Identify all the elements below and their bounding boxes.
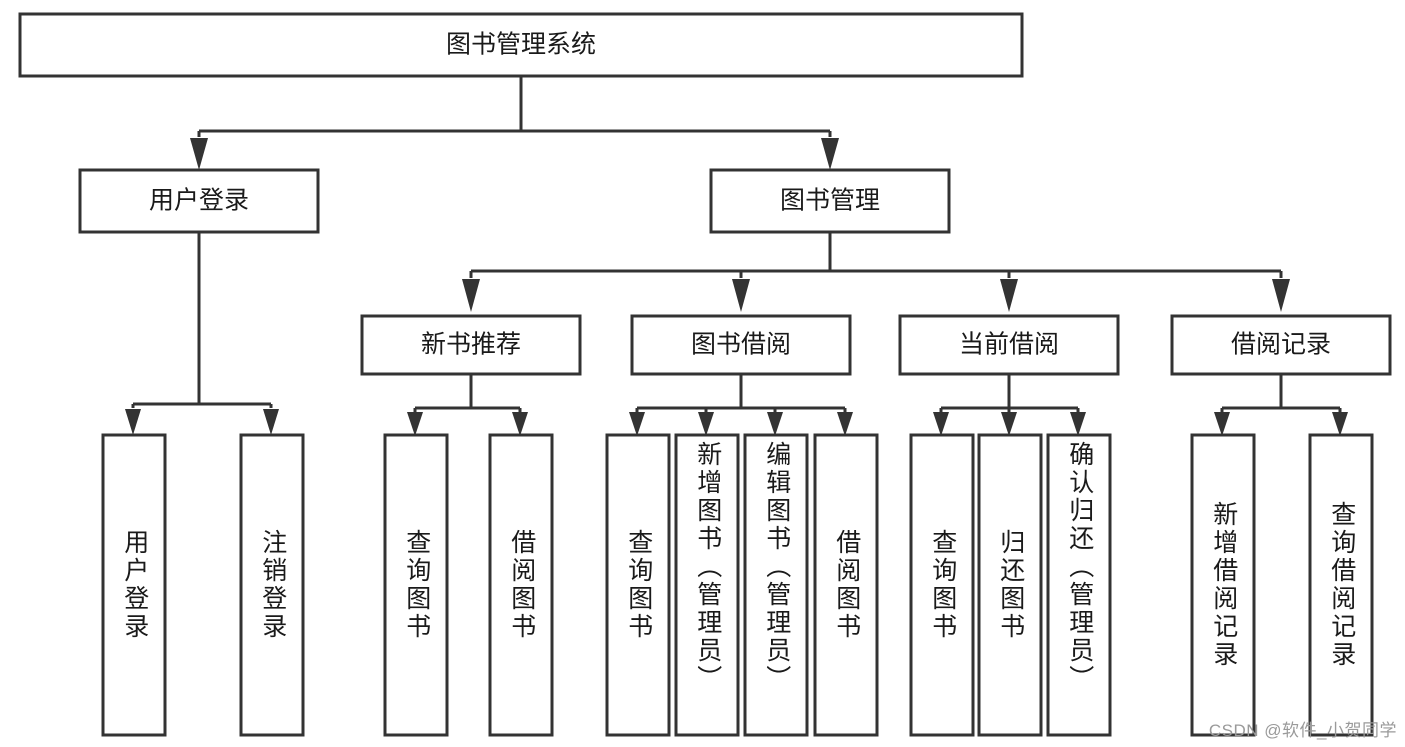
arrow-head-icon bbox=[1000, 279, 1018, 312]
connector-root-to-level2 bbox=[190, 76, 839, 170]
node-book-borrow-label: 图书借阅 bbox=[691, 331, 791, 359]
node-book-borrow-box[interactable] bbox=[630, 314, 852, 376]
connector-userlogin-to-leaves bbox=[125, 232, 279, 435]
node-book-manage-box[interactable] bbox=[709, 168, 951, 234]
node-new-book-rec[interactable]: 新书推荐 bbox=[360, 314, 582, 376]
node-current-borrow-label: 当前借阅 bbox=[959, 331, 1059, 359]
node-leaf-query-book-1-box[interactable] bbox=[383, 433, 449, 737]
connector-bookborrow-to-leaves bbox=[629, 374, 853, 436]
node-borrow-record-box[interactable] bbox=[1170, 314, 1392, 376]
arrow-head-icon bbox=[629, 412, 645, 436]
node-book-manage[interactable]: 图书管理 bbox=[709, 168, 951, 234]
node-leaf-borrow-book-2-box[interactable] bbox=[813, 433, 879, 737]
arrow-head-icon bbox=[1332, 412, 1348, 436]
connector-newbook-to-leaves bbox=[407, 374, 528, 436]
node-leaf-add-book-box[interactable] bbox=[674, 433, 740, 737]
leaf-boxes bbox=[101, 433, 1374, 737]
arrow-head-icon bbox=[407, 412, 423, 436]
node-current-borrow[interactable]: 当前借阅 bbox=[898, 314, 1120, 376]
node-new-book-rec-box[interactable] bbox=[360, 314, 582, 376]
node-root-box[interactable] bbox=[18, 12, 1024, 78]
node-book-manage-label: 图书管理 bbox=[780, 187, 880, 215]
node-new-book-rec-label: 新书推荐 bbox=[421, 331, 521, 359]
arrow-head-icon bbox=[821, 138, 839, 170]
node-leaf-return-book-box[interactable] bbox=[977, 433, 1043, 737]
node-leaf-query-book-3-box[interactable] bbox=[909, 433, 975, 737]
node-root[interactable]: 图书管理系统 bbox=[18, 12, 1024, 78]
node-borrow-record-label: 借阅记录 bbox=[1231, 331, 1331, 359]
node-leaf-user-login-box[interactable] bbox=[101, 433, 167, 737]
arrow-head-icon bbox=[512, 412, 528, 436]
arrow-head-icon bbox=[1272, 279, 1290, 312]
connector-bookmanage-to-level3 bbox=[462, 232, 1290, 312]
arrow-head-icon bbox=[125, 409, 141, 435]
node-leaf-edit-book-box[interactable] bbox=[743, 433, 809, 737]
node-leaf-query-book-2-box[interactable] bbox=[605, 433, 671, 737]
arrow-head-icon bbox=[1001, 412, 1017, 436]
node-current-borrow-box[interactable] bbox=[898, 314, 1120, 376]
connector-borrowrecord-to-leaves bbox=[1214, 374, 1348, 436]
node-user-login-box[interactable] bbox=[78, 168, 320, 234]
node-root-label: 图书管理系统 bbox=[446, 31, 596, 59]
arrow-head-icon bbox=[933, 412, 949, 436]
node-book-borrow[interactable]: 图书借阅 bbox=[630, 314, 852, 376]
arrow-head-icon bbox=[1070, 412, 1086, 436]
connector-currentborrow-to-leaves bbox=[933, 374, 1086, 436]
node-leaf-logout-box[interactable] bbox=[239, 433, 305, 737]
arrow-head-icon bbox=[837, 412, 853, 436]
node-borrow-record[interactable]: 借阅记录 bbox=[1170, 314, 1392, 376]
node-user-login[interactable]: 用户登录 bbox=[78, 168, 320, 234]
node-leaf-borrow-book-1-box[interactable] bbox=[488, 433, 554, 737]
node-leaf-add-record-box[interactable] bbox=[1190, 433, 1256, 737]
watermark-text: CSDN @软件_小贺同学 bbox=[1208, 721, 1397, 740]
arrow-head-icon bbox=[190, 138, 208, 170]
arrow-head-icon bbox=[767, 412, 783, 436]
arrow-head-icon bbox=[732, 279, 750, 312]
arrow-head-icon bbox=[462, 279, 480, 312]
node-user-login-label: 用户登录 bbox=[149, 187, 249, 215]
arrow-head-icon bbox=[698, 412, 714, 436]
arrow-head-icon bbox=[1214, 412, 1230, 436]
node-leaf-confirm-return-box[interactable] bbox=[1046, 433, 1112, 737]
arrow-head-icon bbox=[263, 409, 279, 435]
node-leaf-query-record-box[interactable] bbox=[1308, 433, 1374, 737]
